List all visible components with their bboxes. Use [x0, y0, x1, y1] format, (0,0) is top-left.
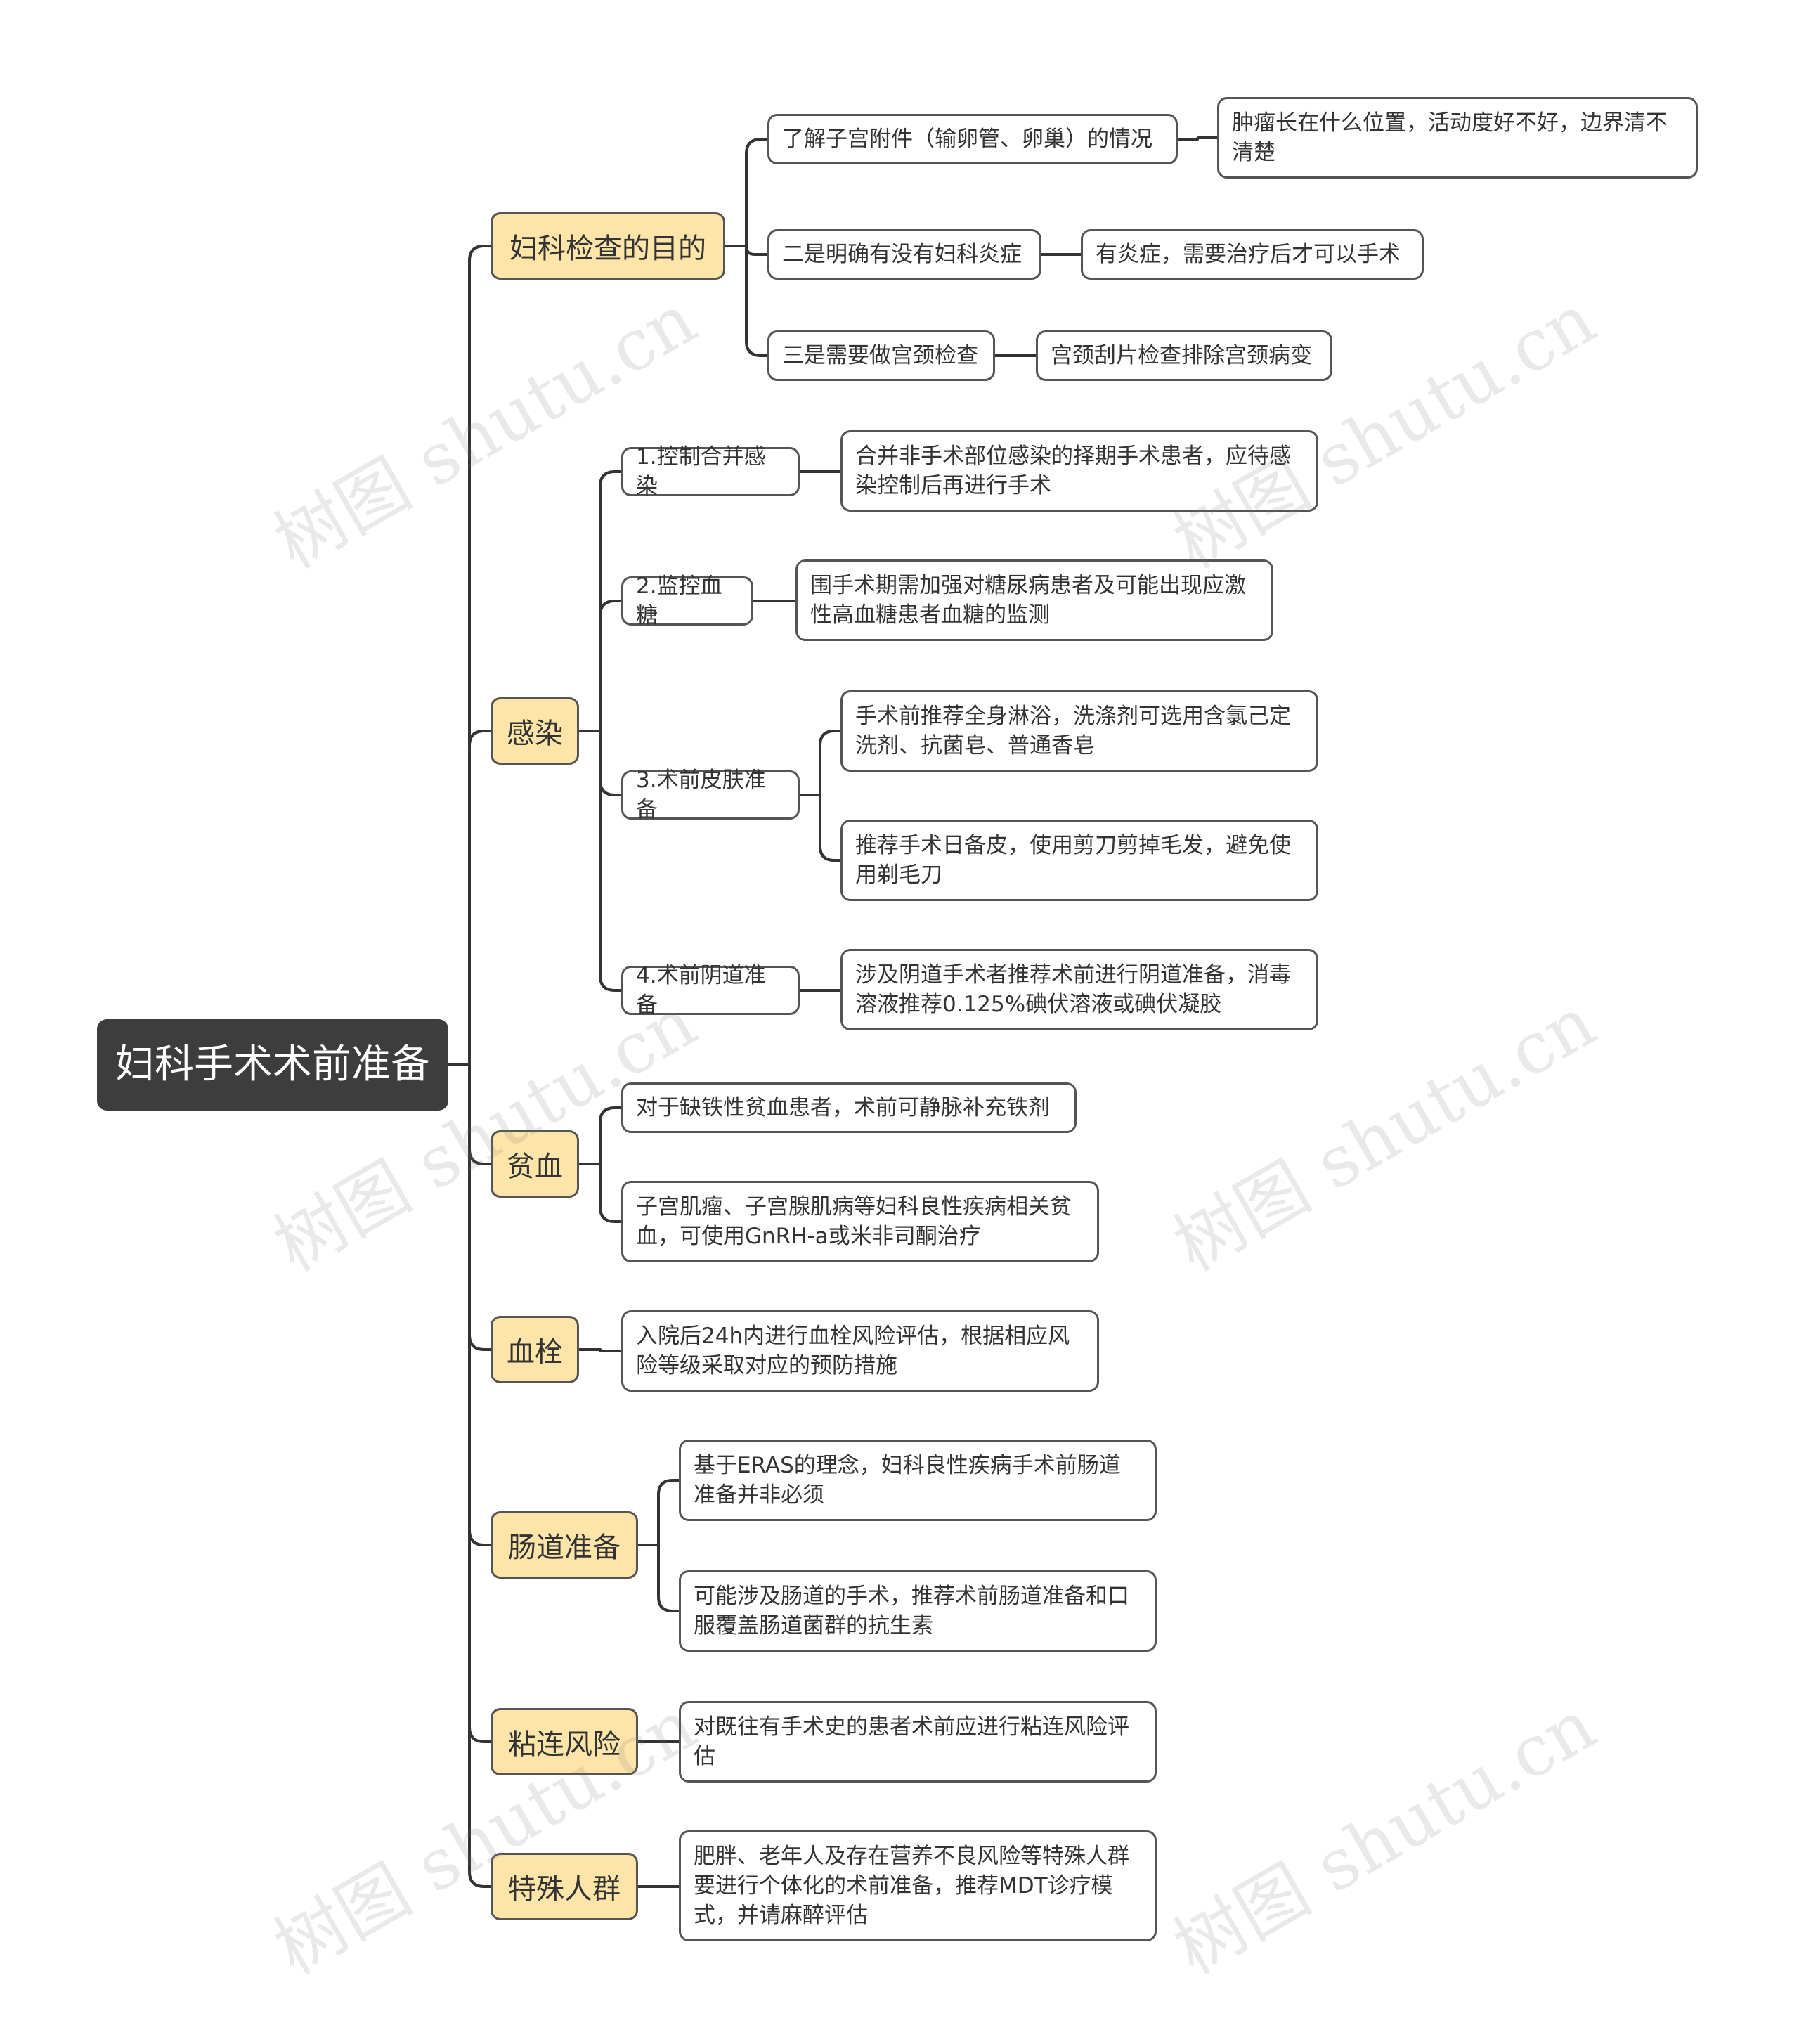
node-vaginal-detail[interactable]: 涉及阴道手术者推荐术前进行阴道准备，消毒溶液推荐0.125%碘伏溶液或碘伏凝胶 — [840, 949, 1318, 1030]
connector-line — [819, 730, 842, 796]
connector-line — [745, 245, 769, 256]
node-adnexa-check[interactable]: 了解子宫附件（输卵管、卵巢）的情况 — [767, 114, 1178, 164]
node-inflammation-check[interactable]: 二是明确有没有妇科炎症 — [767, 229, 1041, 280]
node-skin-shower[interactable]: 手术前推荐全身淋浴，洗涤剂可选用含氯己定洗剂、抗菌皂、普通香皂 — [840, 690, 1318, 772]
node-tumor-position[interactable]: 肿瘤长在什么位置，活动度好不好，边界清不清楚 — [1217, 97, 1698, 179]
node-cervical-smear[interactable]: 宫颈刮片检查排除宫颈病变 — [1036, 330, 1332, 381]
node-cervix-check[interactable]: 三是需要做宫颈检查 — [767, 330, 995, 381]
node-special-population-detail[interactable]: 肥胖、老年人及存在营养不良风险等特殊人群要进行个体化的术前准备，推荐MDT诊疗模… — [679, 1830, 1157, 1941]
branch-adhesion-risk[interactable]: 粘连风险 — [491, 1708, 638, 1775]
branch-gyn-exam-purpose[interactable]: 妇科检查的目的 — [491, 212, 725, 280]
connector-line — [1196, 136, 1219, 141]
node-eras-bowel[interactable]: 基于ERAS的理念，妇科良性疾病手术前肠道准备并非必须 — [679, 1440, 1157, 1521]
connector-line — [599, 1163, 623, 1223]
connector-line — [599, 730, 623, 796]
node-monitor-glucose[interactable]: 2.监控血糖 — [621, 574, 753, 628]
connector-line — [468, 1063, 492, 1888]
node-bowel-antibiotics[interactable]: 可能涉及肠道的手术，推荐术前肠道准备和口服覆盖肠道菌群的抗生素 — [679, 1570, 1157, 1652]
branch-infection[interactable]: 感染 — [491, 697, 579, 765]
connector-line — [819, 794, 842, 862]
node-control-infection[interactable]: 1.控制合并感染 — [621, 444, 800, 499]
node-infection-detail[interactable]: 合并非手术部位感染的择期手术患者，应待感染控制后再进行手术 — [840, 430, 1318, 512]
connector-line — [745, 138, 769, 247]
root-node[interactable]: 妇科手术术前准备 — [97, 1019, 448, 1111]
connector-line — [468, 1063, 492, 1165]
connector-line — [599, 1106, 623, 1165]
connector-line — [468, 730, 492, 1066]
connector-line — [468, 245, 492, 1066]
node-thrombosis-assessment[interactable]: 入院后24h内进行血栓风险评估，根据相应风险等级采取对应的预防措施 — [621, 1310, 1099, 1392]
connector-line — [599, 600, 623, 732]
branch-bowel-prep[interactable]: 肠道准备 — [491, 1511, 638, 1579]
branch-special-population[interactable]: 特殊人群 — [491, 1853, 638, 1920]
branch-anemia[interactable]: 贫血 — [491, 1130, 579, 1198]
node-treat-inflammation[interactable]: 有炎症，需要治疗后才可以手术 — [1081, 229, 1424, 280]
connector-line — [468, 1063, 492, 1351]
node-anemia-treatment[interactable]: 子宫肌瘤、子宫腺肌病等妇科良性疾病相关贫血，可使用GnRH-a或米非司酮治疗 — [621, 1181, 1099, 1262]
connector-line — [599, 730, 623, 992]
node-vaginal-prep[interactable]: 4.术前阴道准备 — [621, 963, 800, 1018]
node-skin-prep[interactable]: 3.术前皮肤准备 — [621, 768, 800, 822]
connector-line — [468, 1063, 492, 1743]
connector-line — [599, 1348, 623, 1352]
node-iron-supplement[interactable]: 对于缺铁性贫血患者，术前可静脉补充铁剂 — [621, 1082, 1077, 1133]
connector-line — [745, 245, 769, 357]
connector-line — [599, 470, 623, 732]
node-adhesion-assessment[interactable]: 对既往有手术史的患者术前应进行粘连风险评估 — [679, 1701, 1157, 1783]
branch-thrombosis[interactable]: 血栓 — [491, 1316, 579, 1383]
connector-line — [468, 1063, 492, 1546]
connector-line — [657, 1479, 680, 1546]
node-glucose-detail[interactable]: 围手术期需加强对糖尿病患者及可能出现应激性高血糖患者血糖的监测 — [795, 559, 1273, 641]
node-skin-shave[interactable]: 推荐手术日备皮，使用剪刀剪掉毛发，避免使用剃毛刀 — [840, 820, 1318, 901]
connector-line — [657, 1544, 680, 1612]
